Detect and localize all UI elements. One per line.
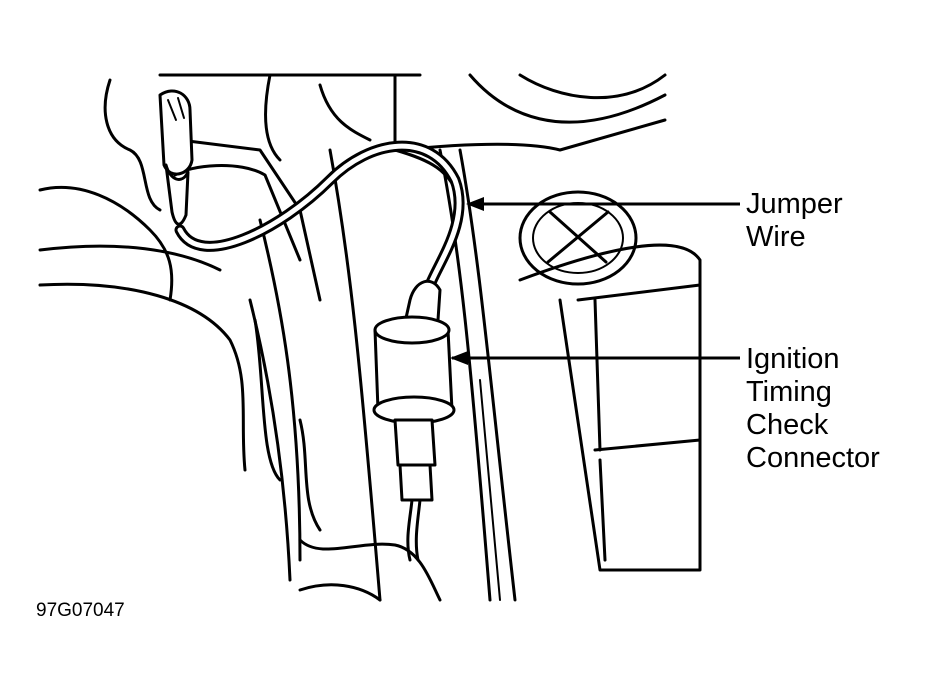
label-line: Connector	[746, 442, 880, 474]
label-line: Jumper	[746, 188, 843, 220]
figure-id: 97G07047	[36, 600, 125, 621]
label-line: Timing	[746, 376, 832, 408]
jumper-wire-label: Jumper Wire	[746, 188, 843, 254]
label-line: Ignition	[746, 343, 840, 375]
timing-check-connector	[372, 315, 456, 562]
connector-label: Ignition Timing Check Connector	[746, 343, 880, 475]
jumper-wire	[158, 89, 465, 331]
label-line: Wire	[746, 221, 806, 253]
label-line: Check	[746, 409, 829, 441]
leader-lines	[450, 197, 740, 365]
